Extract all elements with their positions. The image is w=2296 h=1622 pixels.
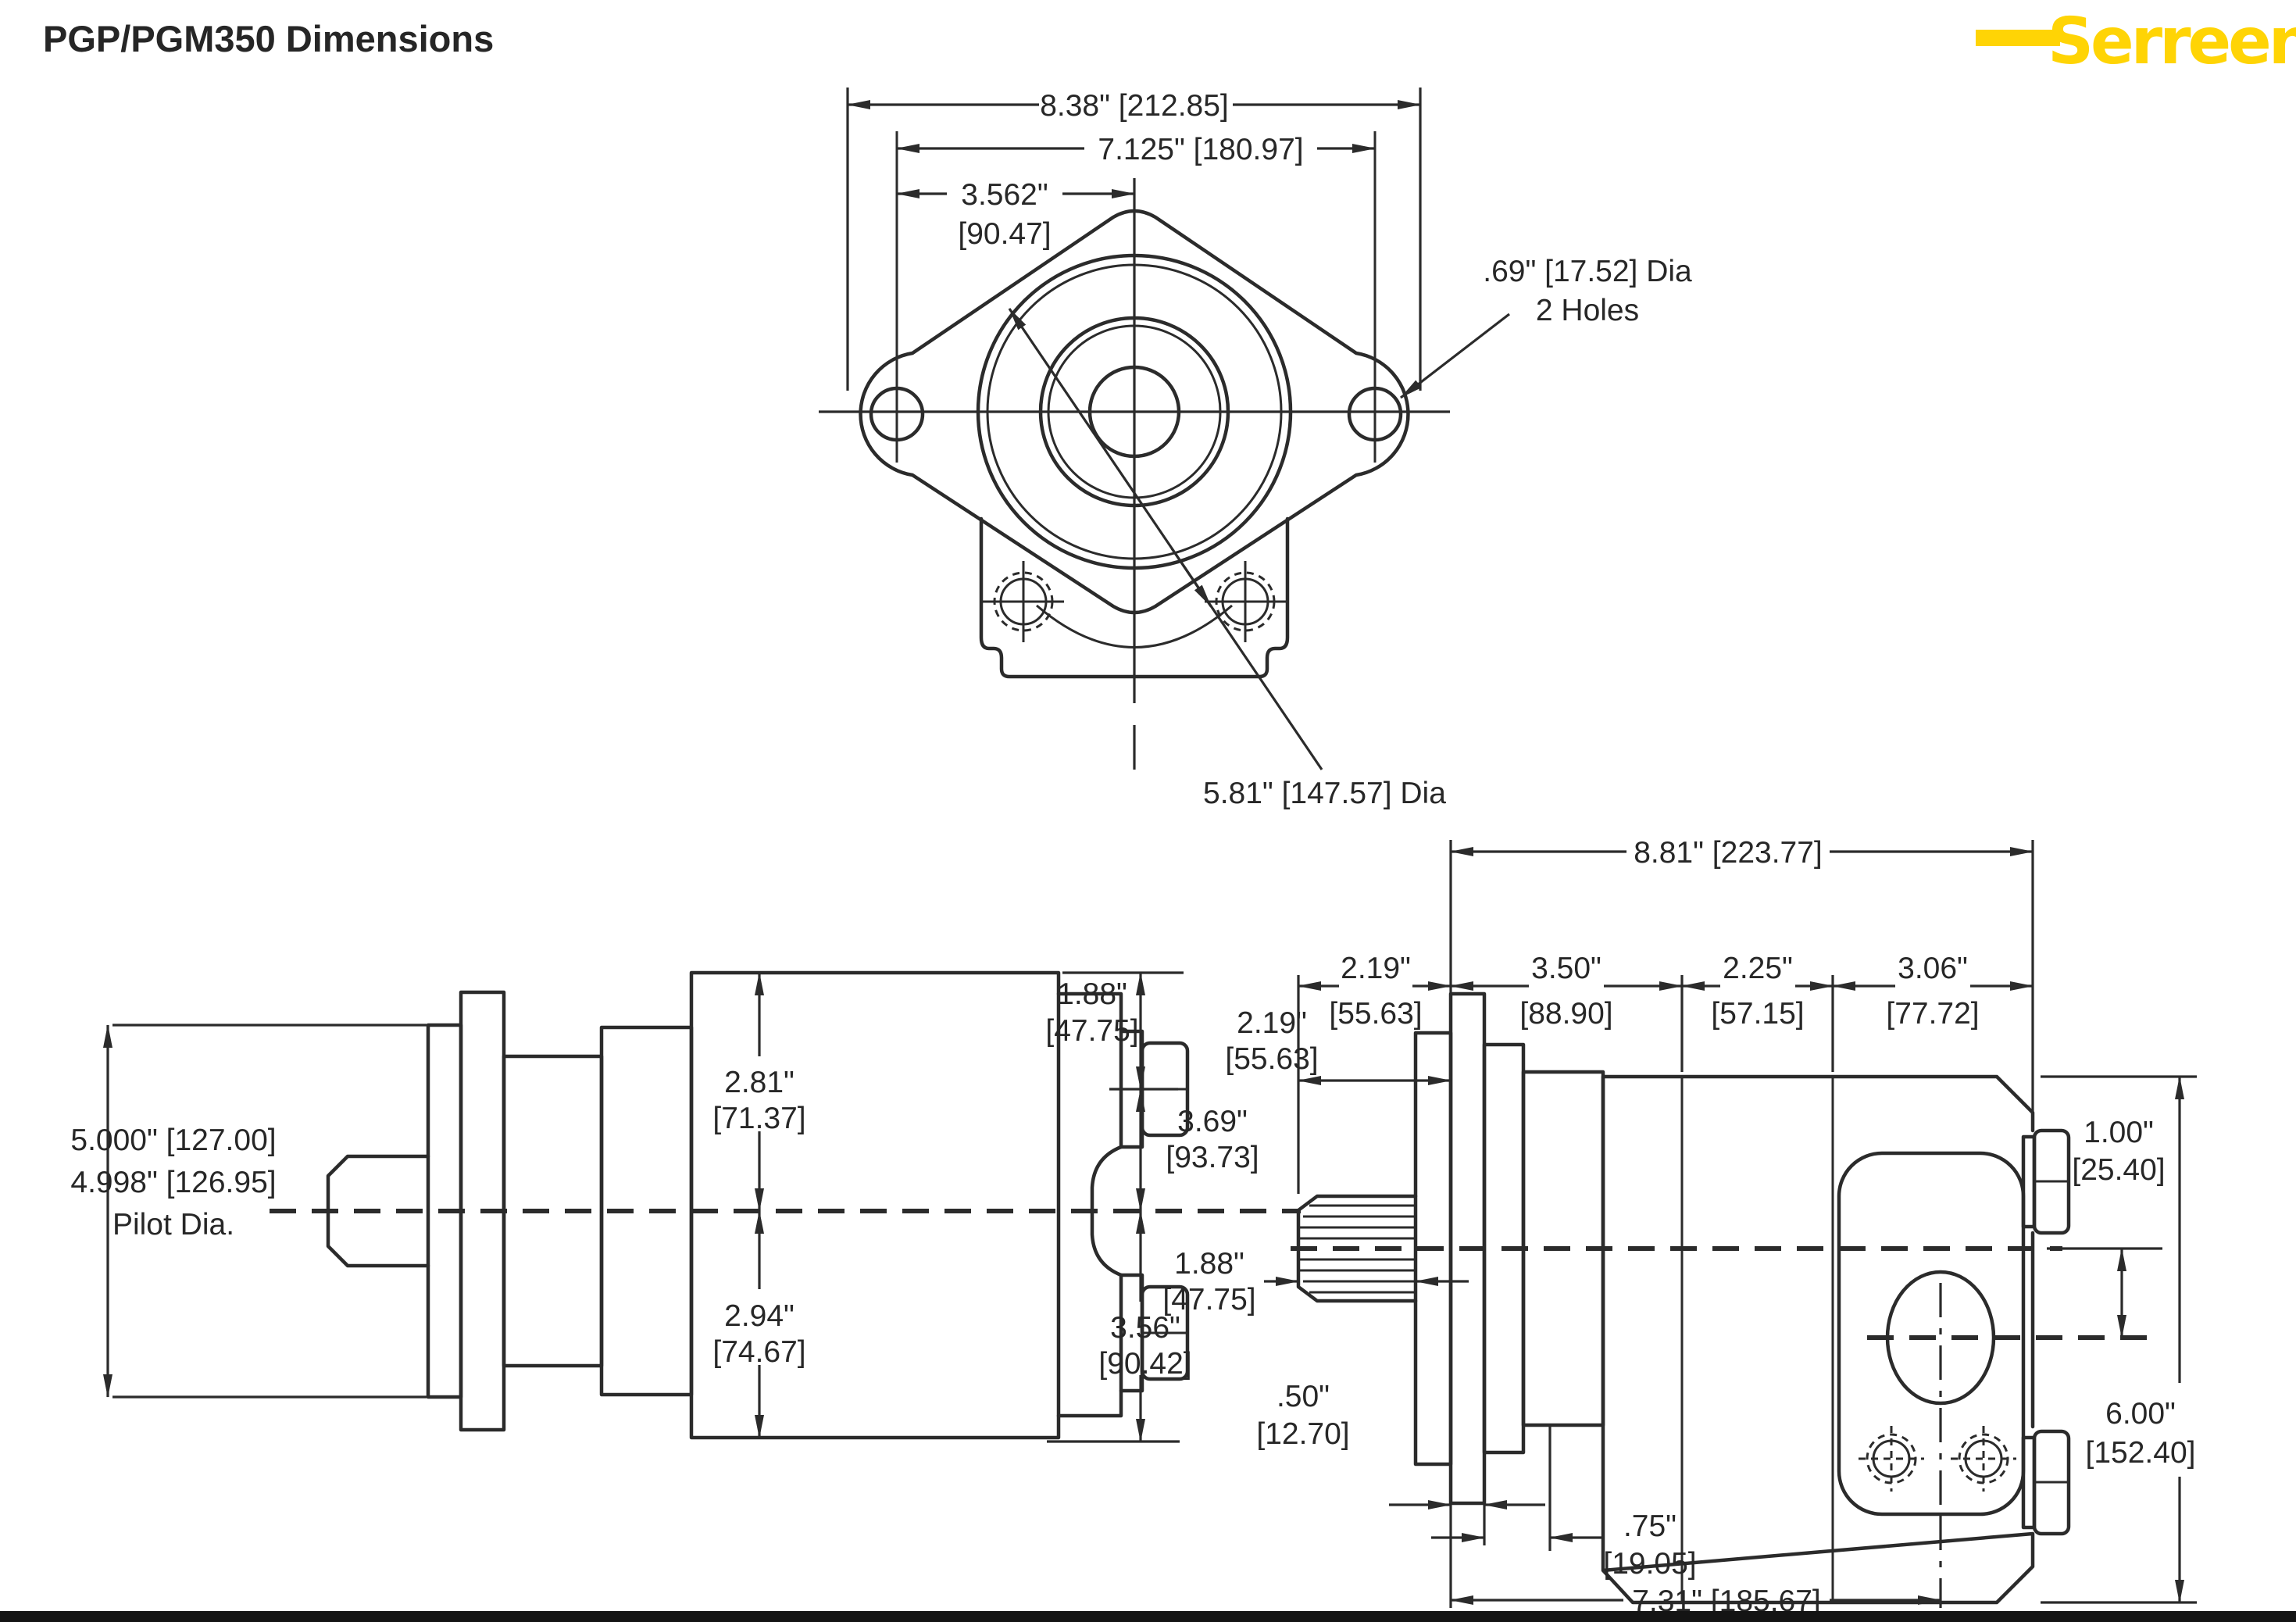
dim-right-spline-length: 1.88" [47.75] bbox=[1162, 1247, 1469, 1317]
dim-right-body-height: 6.00" [152.40] bbox=[2041, 1075, 2197, 1604]
svg-text:[55.63]: [55.63] bbox=[1225, 1042, 1318, 1076]
svg-text:1.88": 1.88" bbox=[1174, 1247, 1244, 1281]
page-title: PGP/PGM350 Dimensions bbox=[43, 18, 495, 59]
front-lower-arc bbox=[1036, 604, 1233, 648]
svg-text:7.125" [180.97]: 7.125" [180.97] bbox=[1098, 133, 1303, 166]
tapped-hole-left bbox=[1859, 1426, 1924, 1492]
svg-text:[152.40]: [152.40] bbox=[2086, 1436, 2196, 1470]
svg-text:3.06": 3.06" bbox=[1898, 952, 1968, 985]
svg-text:2.25": 2.25" bbox=[1723, 952, 1793, 985]
svg-text:[74.67]: [74.67] bbox=[712, 1335, 805, 1369]
dim-left-pilot-dia: 5.000" [127.00] 4.998" [126.95] Pilot Di… bbox=[70, 1024, 427, 1399]
side-view-left: 5.000" [127.00] 4.998" [126.95] Pilot Di… bbox=[70, 970, 1301, 1443]
dim-front-overall-width: 8.38" [212.85] bbox=[846, 88, 1422, 391]
svg-text:8.38" [212.85]: 8.38" [212.85] bbox=[1040, 89, 1229, 123]
svg-text:[25.40]: [25.40] bbox=[2072, 1153, 2165, 1187]
pilot-circle-inner bbox=[986, 263, 1283, 560]
dim-left-port-below-cl: 3.56" [90.42] bbox=[1047, 1210, 1192, 1443]
svg-text:[88.90]: [88.90] bbox=[1519, 997, 1612, 1031]
svg-text:[12.70]: [12.70] bbox=[1256, 1417, 1349, 1451]
note-mounting-holes: .69" [17.52] Dia 2 Holes bbox=[1400, 255, 1692, 399]
svg-text:Pilot Dia.: Pilot Dia. bbox=[112, 1208, 234, 1242]
svg-text:[71.37]: [71.37] bbox=[712, 1102, 805, 1135]
svg-text:.69" [17.52] Dia: .69" [17.52] Dia bbox=[1483, 255, 1692, 288]
dim-right-segments: 2.19" [55.63] 3.50" [88.90] 2.25" [57.15… bbox=[1297, 952, 2034, 1194]
front-bolt-right bbox=[1205, 561, 1286, 642]
svg-text:3.56": 3.56" bbox=[1110, 1311, 1180, 1345]
dim-left-port-from-top: 1.88" [47.75] bbox=[1045, 971, 1184, 1091]
svg-text:1.00": 1.00" bbox=[2084, 1116, 2154, 1149]
dim-left-lower-half: 2.94" [74.67] bbox=[712, 1210, 806, 1438]
dim-right-cl-to-port: 1.00" [25.40] bbox=[2047, 1116, 2166, 1338]
bearing-circle-outer bbox=[1038, 316, 1230, 508]
right-main-body bbox=[1601, 1074, 2035, 1605]
svg-text:2 Holes: 2 Holes bbox=[1536, 294, 1639, 327]
dim-front-half-span: 3.562" [90.47] bbox=[896, 178, 1135, 251]
svg-text:8.81" [223.77]: 8.81" [223.77] bbox=[1634, 836, 1823, 870]
dim-right-overall: 8.81" [223.77] bbox=[1449, 836, 2034, 1113]
dim-right-flange-thickness: .50" [12.70] bbox=[1256, 1380, 1545, 1608]
pilot-circle-outer bbox=[976, 253, 1293, 570]
front-bolt-left bbox=[983, 561, 1064, 642]
dim-left-port-above-cl: 3.69" [93.73] bbox=[1136, 1088, 1259, 1212]
front-lower-body bbox=[979, 516, 1290, 679]
brand-logo: Serreen bbox=[1976, 5, 2296, 83]
svg-text:[90.42]: [90.42] bbox=[1098, 1347, 1191, 1381]
svg-text:2.19": 2.19" bbox=[1237, 1006, 1307, 1040]
svg-text:4.998" [126.95]: 4.998" [126.95] bbox=[70, 1166, 276, 1199]
logo-dash-icon bbox=[1976, 30, 2060, 46]
svg-text:[57.15]: [57.15] bbox=[1711, 997, 1804, 1031]
svg-text:5.000" [127.00]: 5.000" [127.00] bbox=[70, 1124, 276, 1157]
left-rear-cap bbox=[1056, 991, 1123, 1418]
front-view: 8.38" [212.85] 7.125" [180.97] 3.562" [9… bbox=[819, 88, 1692, 810]
note-pilot-dia: 5.81" [147.57] Dia bbox=[1008, 308, 1446, 810]
dim-right-pilot-step: .75" [19.05] bbox=[1431, 1425, 1697, 1581]
svg-text:1.88": 1.88" bbox=[1057, 977, 1127, 1011]
svg-text:2.19": 2.19" bbox=[1341, 952, 1411, 985]
dim-right-shaft-extension: 2.19" [55.63] bbox=[1225, 1006, 1452, 1085]
splined-shaft bbox=[1296, 1194, 1418, 1303]
svg-text:6.00": 6.00" bbox=[2105, 1397, 2176, 1431]
svg-text:[90.47]: [90.47] bbox=[958, 217, 1051, 251]
svg-text:3.69": 3.69" bbox=[1177, 1105, 1248, 1138]
svg-text:[47.75]: [47.75] bbox=[1162, 1283, 1255, 1317]
svg-text:[19.05]: [19.05] bbox=[1603, 1547, 1696, 1581]
tapped-hole-right bbox=[1951, 1426, 2016, 1492]
svg-text:3.562": 3.562" bbox=[961, 178, 1048, 212]
left-main-housing bbox=[689, 970, 1061, 1440]
mounting-flange-outline bbox=[859, 209, 1410, 615]
side-view-right: 8.81" [223.77] 2.19" [55.63] 3.50" [88.9… bbox=[1162, 836, 2197, 1618]
left-port-bottom bbox=[1119, 1273, 1190, 1393]
svg-text:.75": .75" bbox=[1623, 1509, 1676, 1543]
svg-text:5.81" [147.57] Dia: 5.81" [147.57] Dia bbox=[1203, 777, 1446, 810]
svg-text:[77.72]: [77.72] bbox=[1886, 997, 1979, 1031]
logo-wordmark: Serreen bbox=[2048, 5, 2296, 79]
svg-text:2.94": 2.94" bbox=[724, 1299, 794, 1333]
dim-front-bolt-span: 7.125" [180.97] bbox=[896, 133, 1376, 166]
left-shaft-stub bbox=[326, 1154, 430, 1268]
bearing-circle-inner bbox=[1047, 324, 1222, 499]
side-bolt-top bbox=[2021, 1128, 2071, 1235]
svg-text:[47.75]: [47.75] bbox=[1045, 1014, 1138, 1048]
side-bolt-bottom bbox=[2021, 1429, 2071, 1536]
shaft-bore-circle bbox=[1087, 365, 1181, 459]
dim-left-upper-half: 2.81" [71.37] bbox=[712, 972, 806, 1212]
svg-text:[93.73]: [93.73] bbox=[1166, 1141, 1259, 1174]
svg-text:2.81": 2.81" bbox=[724, 1066, 794, 1099]
footer-bar bbox=[0, 1611, 2296, 1622]
svg-text:.50": .50" bbox=[1277, 1380, 1330, 1413]
svg-text:[55.63]: [55.63] bbox=[1329, 997, 1422, 1031]
svg-text:3.50": 3.50" bbox=[1531, 952, 1601, 985]
port-face-plate bbox=[1837, 1151, 2026, 1517]
